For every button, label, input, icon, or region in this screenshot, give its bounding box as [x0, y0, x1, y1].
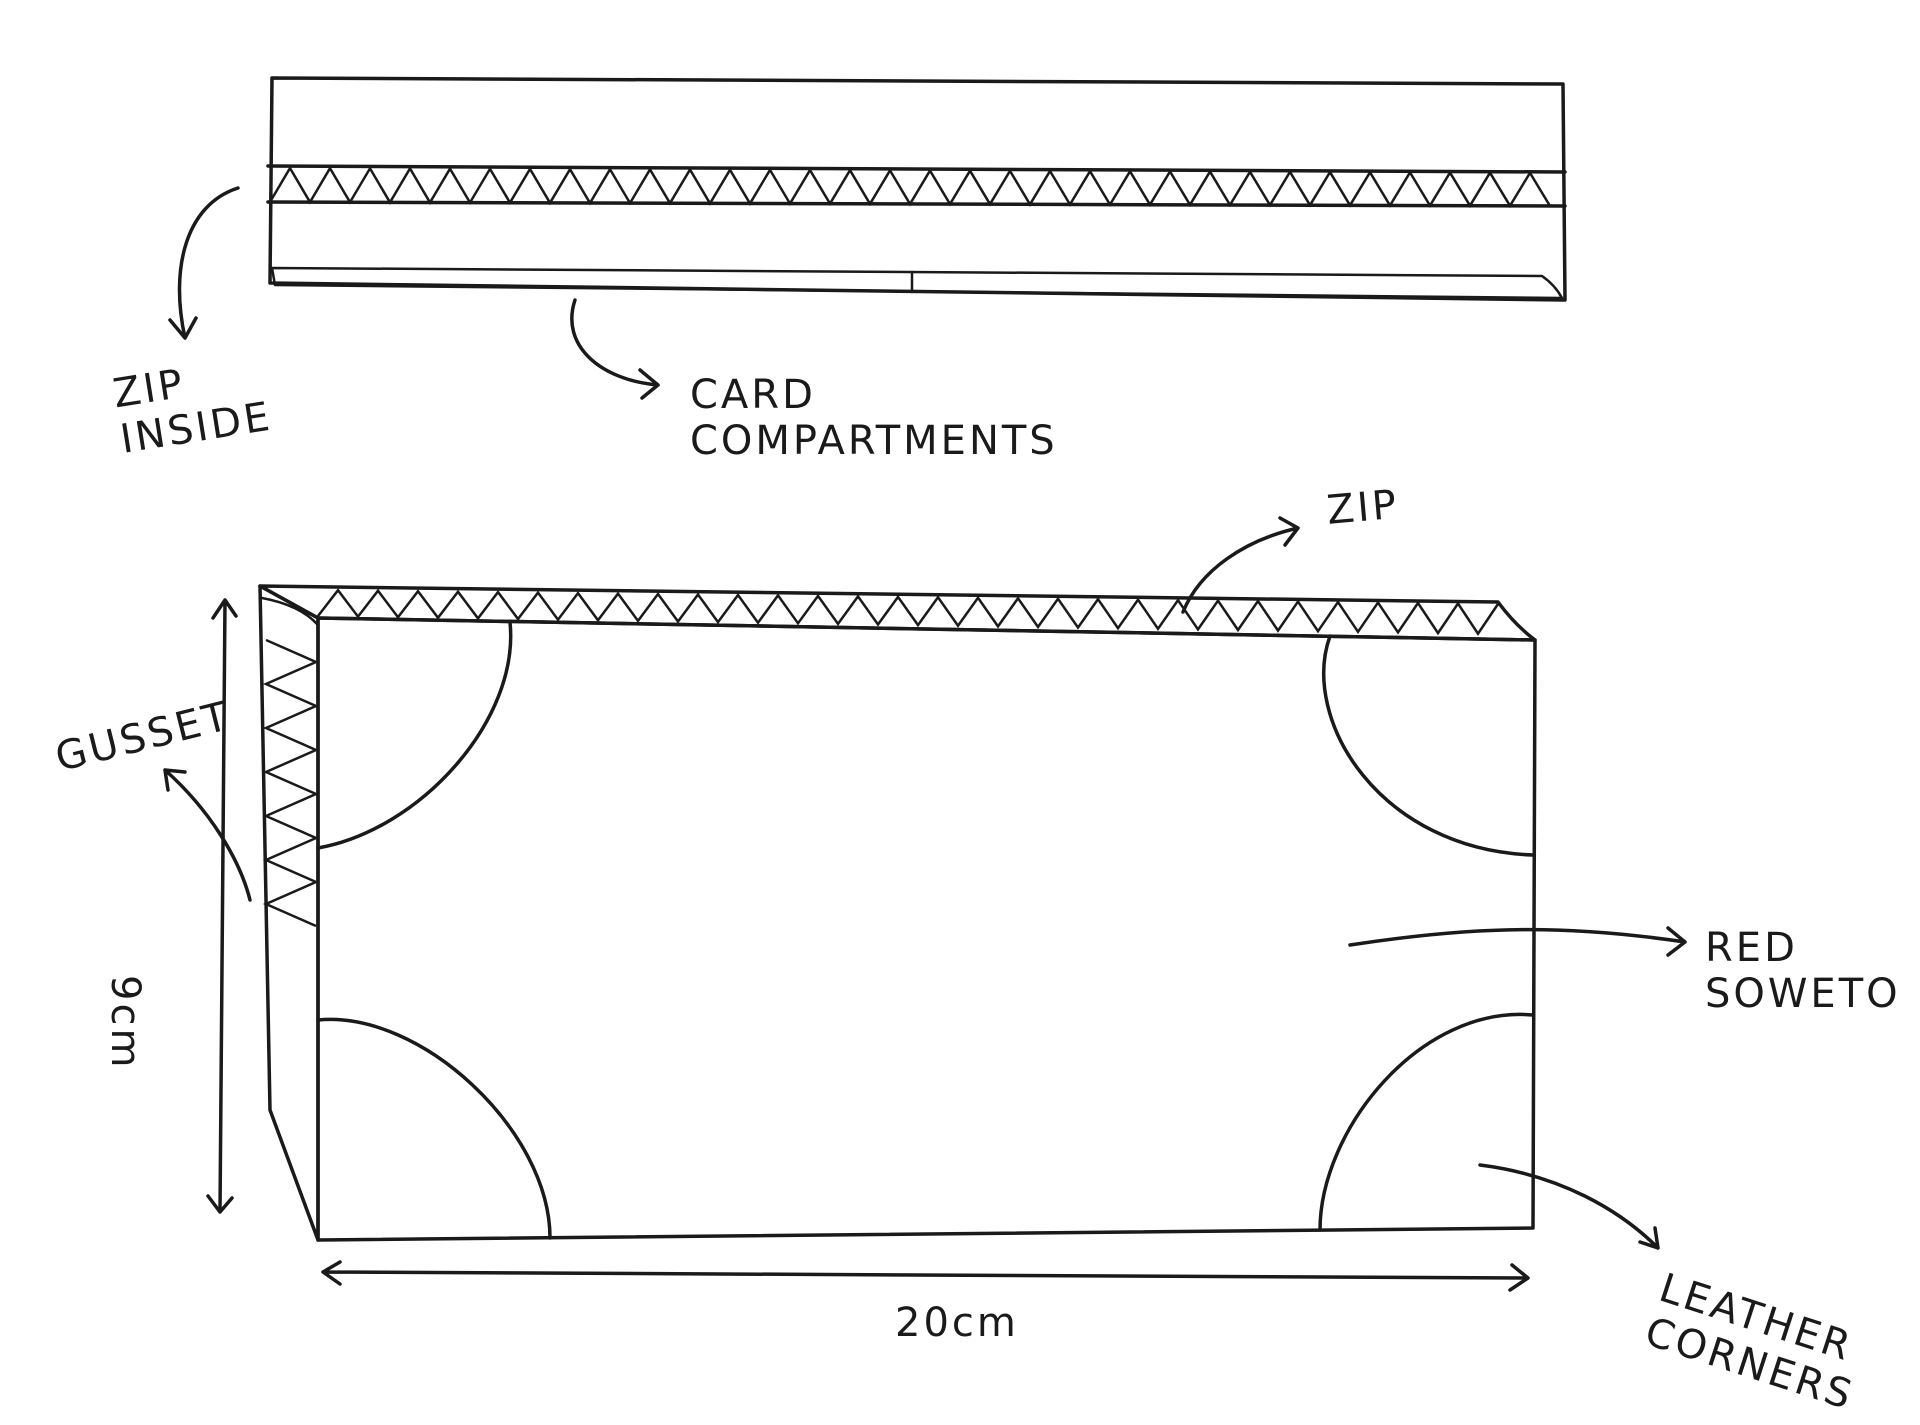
- zip-band-top: [266, 164, 1567, 174]
- label-red-line1: RED: [1705, 925, 1798, 971]
- leather-corners-arrow: [1478, 1163, 1660, 1250]
- zip-band-bottom: [266, 200, 1567, 208]
- leather-corner-top-left: [316, 620, 513, 850]
- gusset-pleats: [262, 638, 320, 928]
- label-zip: ZIP: [1325, 481, 1402, 534]
- label-red-line2: SOWETO: [1705, 971, 1901, 1017]
- label-card-compartments: CARD COMPARTMENTS: [690, 372, 1058, 464]
- leather-corner-bottom-left: [316, 1017, 552, 1240]
- front-zip-teeth: [317, 588, 1500, 636]
- top-view-outline: [268, 76, 1567, 302]
- card-compartments-arrow: [570, 298, 660, 400]
- zip-arrow: [1181, 516, 1300, 614]
- zip-inside-arrow: [168, 186, 240, 340]
- wallet-front-view: [206, 584, 1537, 1292]
- label-width: 20cm: [895, 1300, 1019, 1346]
- leather-corner-top-right: [1322, 634, 1535, 857]
- gusset-arrow: [163, 768, 252, 902]
- callout-arrows: [163, 186, 1687, 1250]
- wallet-top-view: [266, 76, 1567, 302]
- red-soweto-arrow: [1348, 926, 1687, 957]
- inside-zip-teeth: [268, 165, 1552, 209]
- card-compartment-slot: [270, 266, 1564, 300]
- front-panel: [316, 616, 1537, 1242]
- height-dimension-line: [206, 598, 238, 1214]
- label-red-soweto: RED SOWETO: [1705, 925, 1901, 1017]
- leather-corner-bottom-right: [1318, 1012, 1535, 1232]
- gusset-curve-top: [260, 596, 320, 627]
- front-zip-strip: [258, 584, 1537, 642]
- label-card-line1: CARD: [690, 372, 816, 418]
- gusset-side: [258, 584, 320, 1242]
- label-card-line2: COMPARTMENTS: [690, 418, 1058, 464]
- width-dimension-line: [321, 1260, 1530, 1292]
- label-height: 9cm: [102, 975, 148, 1071]
